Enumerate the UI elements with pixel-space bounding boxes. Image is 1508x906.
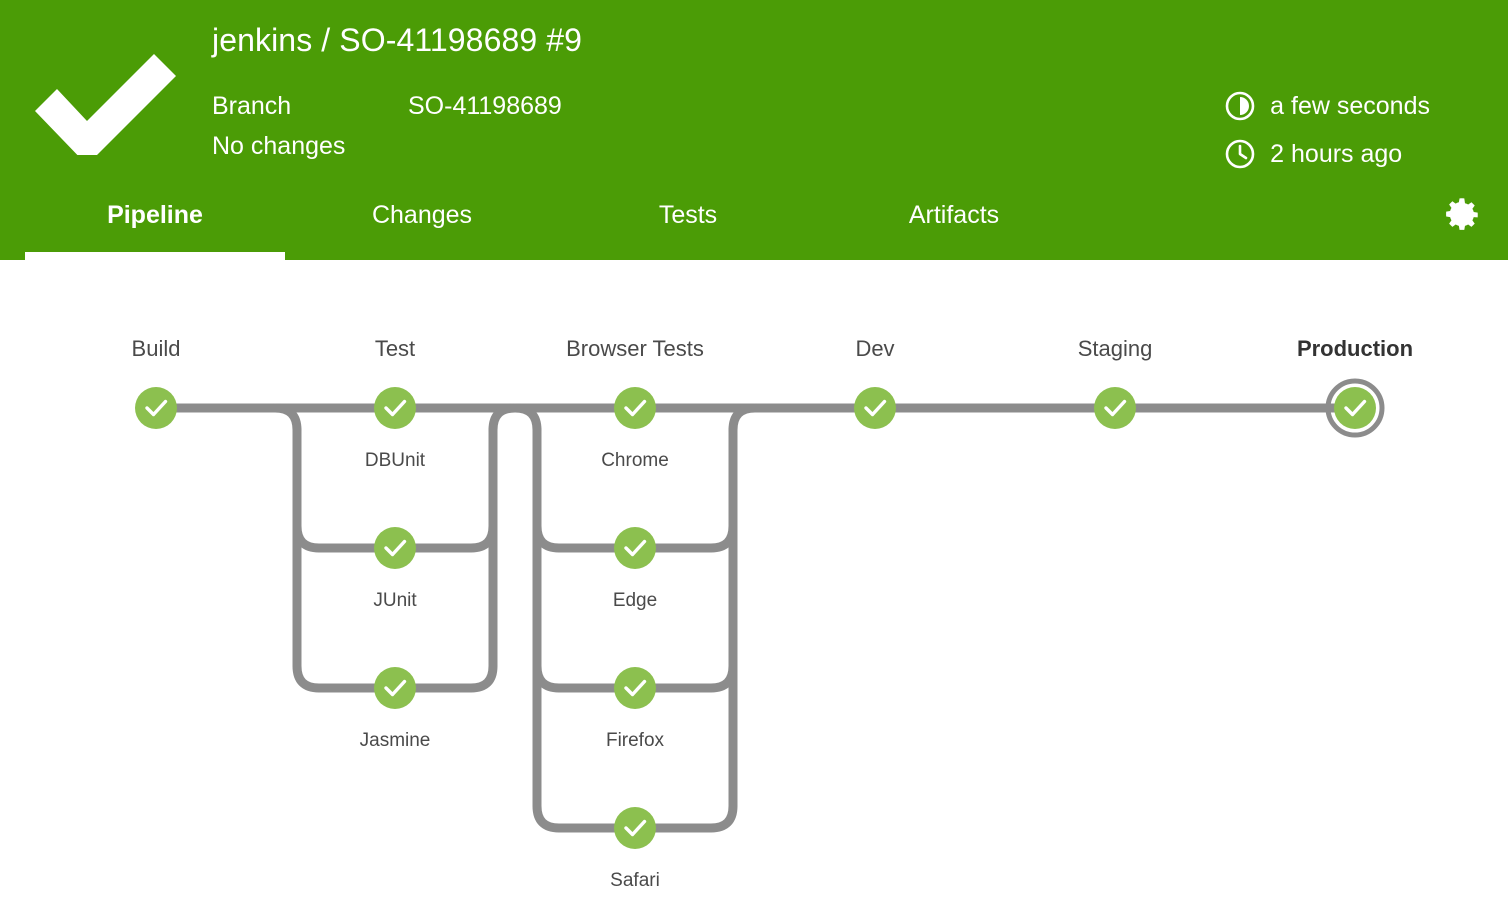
clock-icon xyxy=(1225,139,1255,169)
stage-label-build[interactable]: Build xyxy=(131,336,181,361)
branch-label-jasmine[interactable]: Jasmine xyxy=(359,730,431,751)
connector-fork-elbow xyxy=(270,403,302,435)
gear-icon[interactable] xyxy=(1439,193,1483,237)
build-status-check-icon xyxy=(35,54,176,155)
tab-label: Changes xyxy=(371,201,473,229)
pipeline-node-dev[interactable] xyxy=(854,387,896,429)
tab-artifacts[interactable]: Artifacts xyxy=(834,190,1074,260)
tab-changes[interactable]: Changes xyxy=(312,190,532,260)
pipeline-node-chrome[interactable] xyxy=(614,387,656,429)
branch-label-firefox[interactable]: Firefox xyxy=(605,730,665,751)
success-check-icon xyxy=(624,399,647,417)
connector-merge-elbow xyxy=(488,403,520,435)
success-check-icon xyxy=(864,399,887,417)
node-circle xyxy=(374,387,416,429)
success-check-icon xyxy=(624,539,647,557)
duration-text: a few seconds xyxy=(1270,91,1430,120)
pipeline-node-safari[interactable] xyxy=(614,807,656,849)
tab-pipeline[interactable]: Pipeline xyxy=(25,190,285,260)
node-circle xyxy=(614,807,656,849)
node-circle xyxy=(854,387,896,429)
connector-merge xyxy=(651,425,738,833)
success-check-icon xyxy=(1344,399,1367,417)
build-meta: Branch SO-41198689 No changes xyxy=(212,86,562,166)
branch-label: Branch xyxy=(212,92,292,120)
node-circle xyxy=(614,667,656,709)
pipeline-node-production[interactable] xyxy=(1325,378,1385,438)
connector-merge xyxy=(411,425,498,553)
connector-fork xyxy=(292,425,379,693)
connector-merge xyxy=(411,425,498,693)
time-ago-text: 2 hours ago xyxy=(1270,139,1403,168)
success-check-icon xyxy=(145,399,168,417)
pipeline-node-dbunit[interactable] xyxy=(374,387,416,429)
connector-fork xyxy=(532,425,619,553)
connector-fork-elbow xyxy=(510,403,542,435)
node-circle xyxy=(1334,387,1376,429)
stage-label-test[interactable]: Test xyxy=(374,336,416,361)
stage-label-dev[interactable]: Dev xyxy=(855,336,895,361)
pipeline-node-staging[interactable] xyxy=(1094,387,1136,429)
pipeline-node-edge[interactable] xyxy=(614,527,656,569)
connector-fork xyxy=(292,425,379,553)
tab-bar: Pipeline Changes Tests Artifacts xyxy=(0,190,1508,260)
success-check-icon xyxy=(624,819,647,837)
stage-label-browser-tests[interactable]: Browser Tests xyxy=(566,336,704,361)
node-circle xyxy=(614,527,656,569)
success-check-icon xyxy=(384,399,407,417)
connector-merge-elbow xyxy=(728,403,760,435)
branch-row: Branch SO-41198689 xyxy=(212,86,562,126)
stage-label-staging[interactable]: Staging xyxy=(1077,336,1153,361)
node-circle xyxy=(374,667,416,709)
tab-label: Artifacts xyxy=(908,201,1000,229)
branch-label-dbunit[interactable]: DBUnit xyxy=(364,450,426,471)
tab-tests[interactable]: Tests xyxy=(593,190,783,260)
node-circle xyxy=(1094,387,1136,429)
duration-row: a few seconds xyxy=(1224,82,1430,130)
time-ago-row: 2 hours ago xyxy=(1224,130,1430,178)
success-check-icon xyxy=(384,679,407,697)
node-circle xyxy=(135,387,177,429)
branch-label-chrome[interactable]: Chrome xyxy=(601,450,669,471)
pipeline-node-jasmine[interactable] xyxy=(374,667,416,709)
pipeline-node-build[interactable] xyxy=(135,387,177,429)
success-check-icon xyxy=(1104,399,1127,417)
tab-label: Tests xyxy=(658,201,718,229)
stage-label-production[interactable]: Production xyxy=(1296,336,1414,361)
branch-label-safari[interactable]: Safari xyxy=(610,870,660,891)
pipeline-node-firefox[interactable] xyxy=(614,667,656,709)
connector-merge xyxy=(651,425,738,553)
branch-label-edge[interactable]: Edge xyxy=(612,590,658,611)
tab-label: Pipeline xyxy=(107,201,203,229)
node-circle xyxy=(374,527,416,569)
pipeline-connections xyxy=(135,378,1385,849)
selected-ring xyxy=(1325,378,1385,438)
changes-row: No changes xyxy=(212,132,346,160)
success-check-icon xyxy=(384,539,407,557)
connector-fork xyxy=(532,425,619,833)
tab-active-underline xyxy=(25,252,285,260)
build-header: jenkins / SO-41198689 #9 Branch SO-411986… xyxy=(0,0,1508,260)
success-check-icon xyxy=(624,679,647,697)
branch-value: SO-41198689 xyxy=(408,92,562,120)
branch-label-junit[interactable]: JUnit xyxy=(373,590,417,611)
build-timing: a few seconds 2 hours ago xyxy=(1224,82,1430,178)
node-circle xyxy=(614,387,656,429)
duration-icon xyxy=(1225,91,1255,121)
page-title: jenkins / SO-41198689 #9 xyxy=(212,22,583,58)
pipeline-node-junit[interactable] xyxy=(374,527,416,569)
